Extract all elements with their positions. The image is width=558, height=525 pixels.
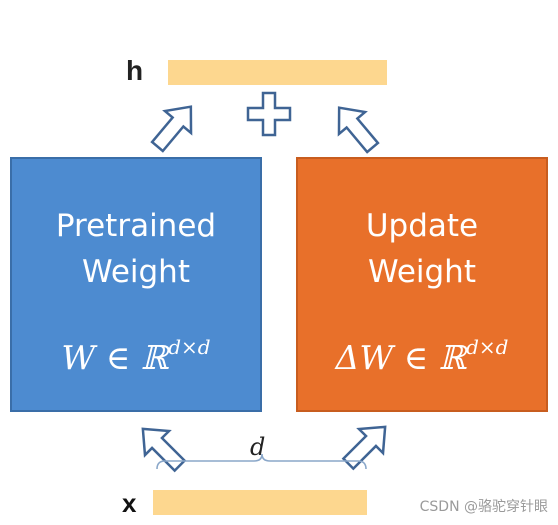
arrow-icon-update-to-output [324, 95, 387, 160]
pretrained-weight-box: Pretrained Weight W ∈ ℝd×d [10, 157, 262, 412]
input-label-x: x [122, 488, 137, 518]
arrow-icon-input-to-update [335, 413, 399, 477]
arrow-icon-input-to-pretrained [129, 415, 193, 479]
update-weight-box: Update Weight ΔW ∈ ℝd×d [296, 157, 548, 412]
dimension-brace [156, 453, 367, 470]
pretrained-title-line1: Pretrained [55, 208, 217, 244]
pretrained-weight-title: Pretrained Weight [12, 203, 260, 295]
pretrained-formula-main: W ∈ ℝ [61, 338, 169, 377]
input-vector-bar [153, 490, 367, 515]
arrow-icon-pretrained-to-output [143, 94, 206, 159]
update-formula-sup: d×d [466, 335, 509, 359]
update-formula: ΔW ∈ ℝd×d [298, 327, 546, 378]
pretrained-formula: W ∈ ℝd×d [12, 327, 260, 378]
output-label-h: h [126, 55, 144, 86]
update-title-line1: Update [365, 208, 479, 244]
watermark-text: CSDN @骆驼穿针眼 [419, 499, 548, 515]
pretrained-title-line2: Weight [81, 254, 190, 290]
output-vector-bar [168, 60, 387, 85]
plus-icon [246, 91, 292, 137]
update-formula-main: ΔW ∈ ℝ [335, 338, 467, 377]
update-weight-title: Update Weight [298, 203, 546, 295]
dimension-label-d: d [250, 433, 266, 461]
pretrained-formula-sup: d×d [168, 335, 211, 359]
update-title-line2: Weight [367, 254, 476, 290]
